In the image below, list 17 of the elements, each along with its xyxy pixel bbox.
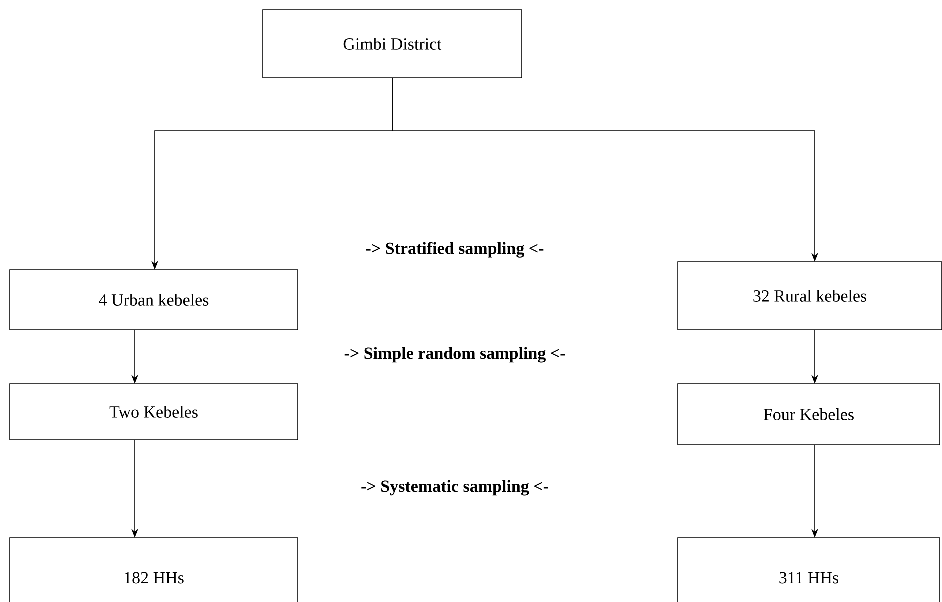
method-label: -> Systematic sampling <-: [362, 480, 548, 496]
box-label: 311 HHs: [780, 572, 839, 584]
process-box: [10, 270, 298, 330]
method-label: -> Simple random sampling <-: [344, 347, 566, 363]
process-box: [678, 384, 940, 446]
box-label: 32 Rural kebeles: [754, 290, 867, 302]
process-box: [10, 538, 298, 602]
box-label: Four Kebeles: [764, 408, 854, 420]
process-box: [10, 384, 298, 440]
process-box: [262, 10, 522, 78]
method-label: -> Stratified sampling <-: [366, 242, 544, 258]
process-box: [678, 262, 942, 330]
box-label: 4 Urban kebeles: [99, 294, 209, 306]
process-box: [678, 538, 940, 602]
box-label: Two Kebeles: [110, 406, 198, 418]
box-label: Gimbi District: [344, 38, 442, 50]
box-label: 182 HHs: [125, 572, 184, 584]
